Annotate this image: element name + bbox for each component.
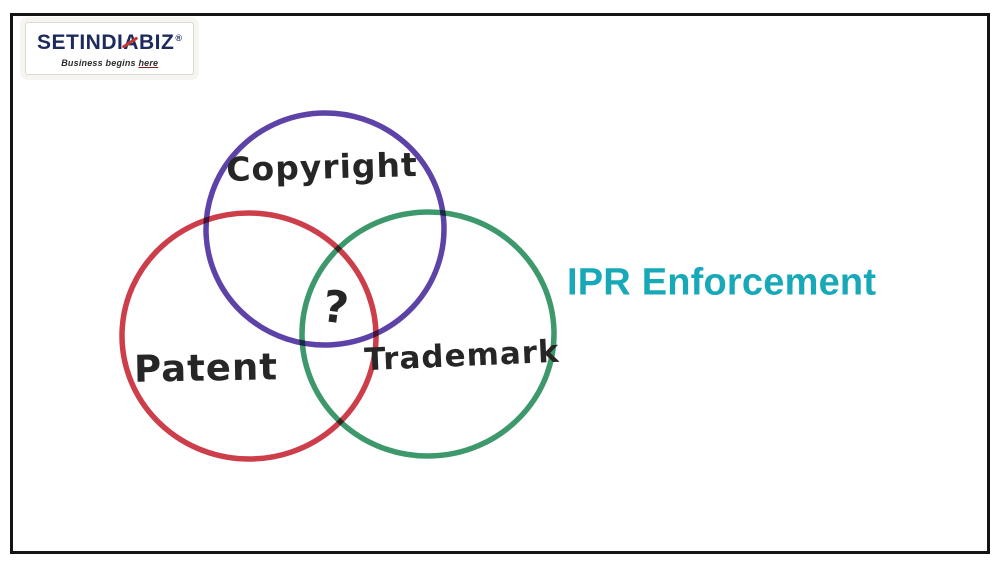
patent-circle [119,210,379,462]
border-frame [10,13,990,554]
brand-tagline: Business begins here [61,58,159,68]
copyright-label: Copyright [225,145,419,189]
brand-text-right: BIZ [139,31,175,54]
tagline-here: here [138,58,159,68]
patent-label: Patent [133,345,279,391]
brand-letter-a: A [121,31,140,54]
brand-text-left: SETINDI [37,31,124,54]
registered-trademark-icon: ® [175,33,183,43]
copyright-circle [203,110,447,348]
trademark-circle [299,209,557,459]
page-title: IPR Enforcement [567,261,877,304]
